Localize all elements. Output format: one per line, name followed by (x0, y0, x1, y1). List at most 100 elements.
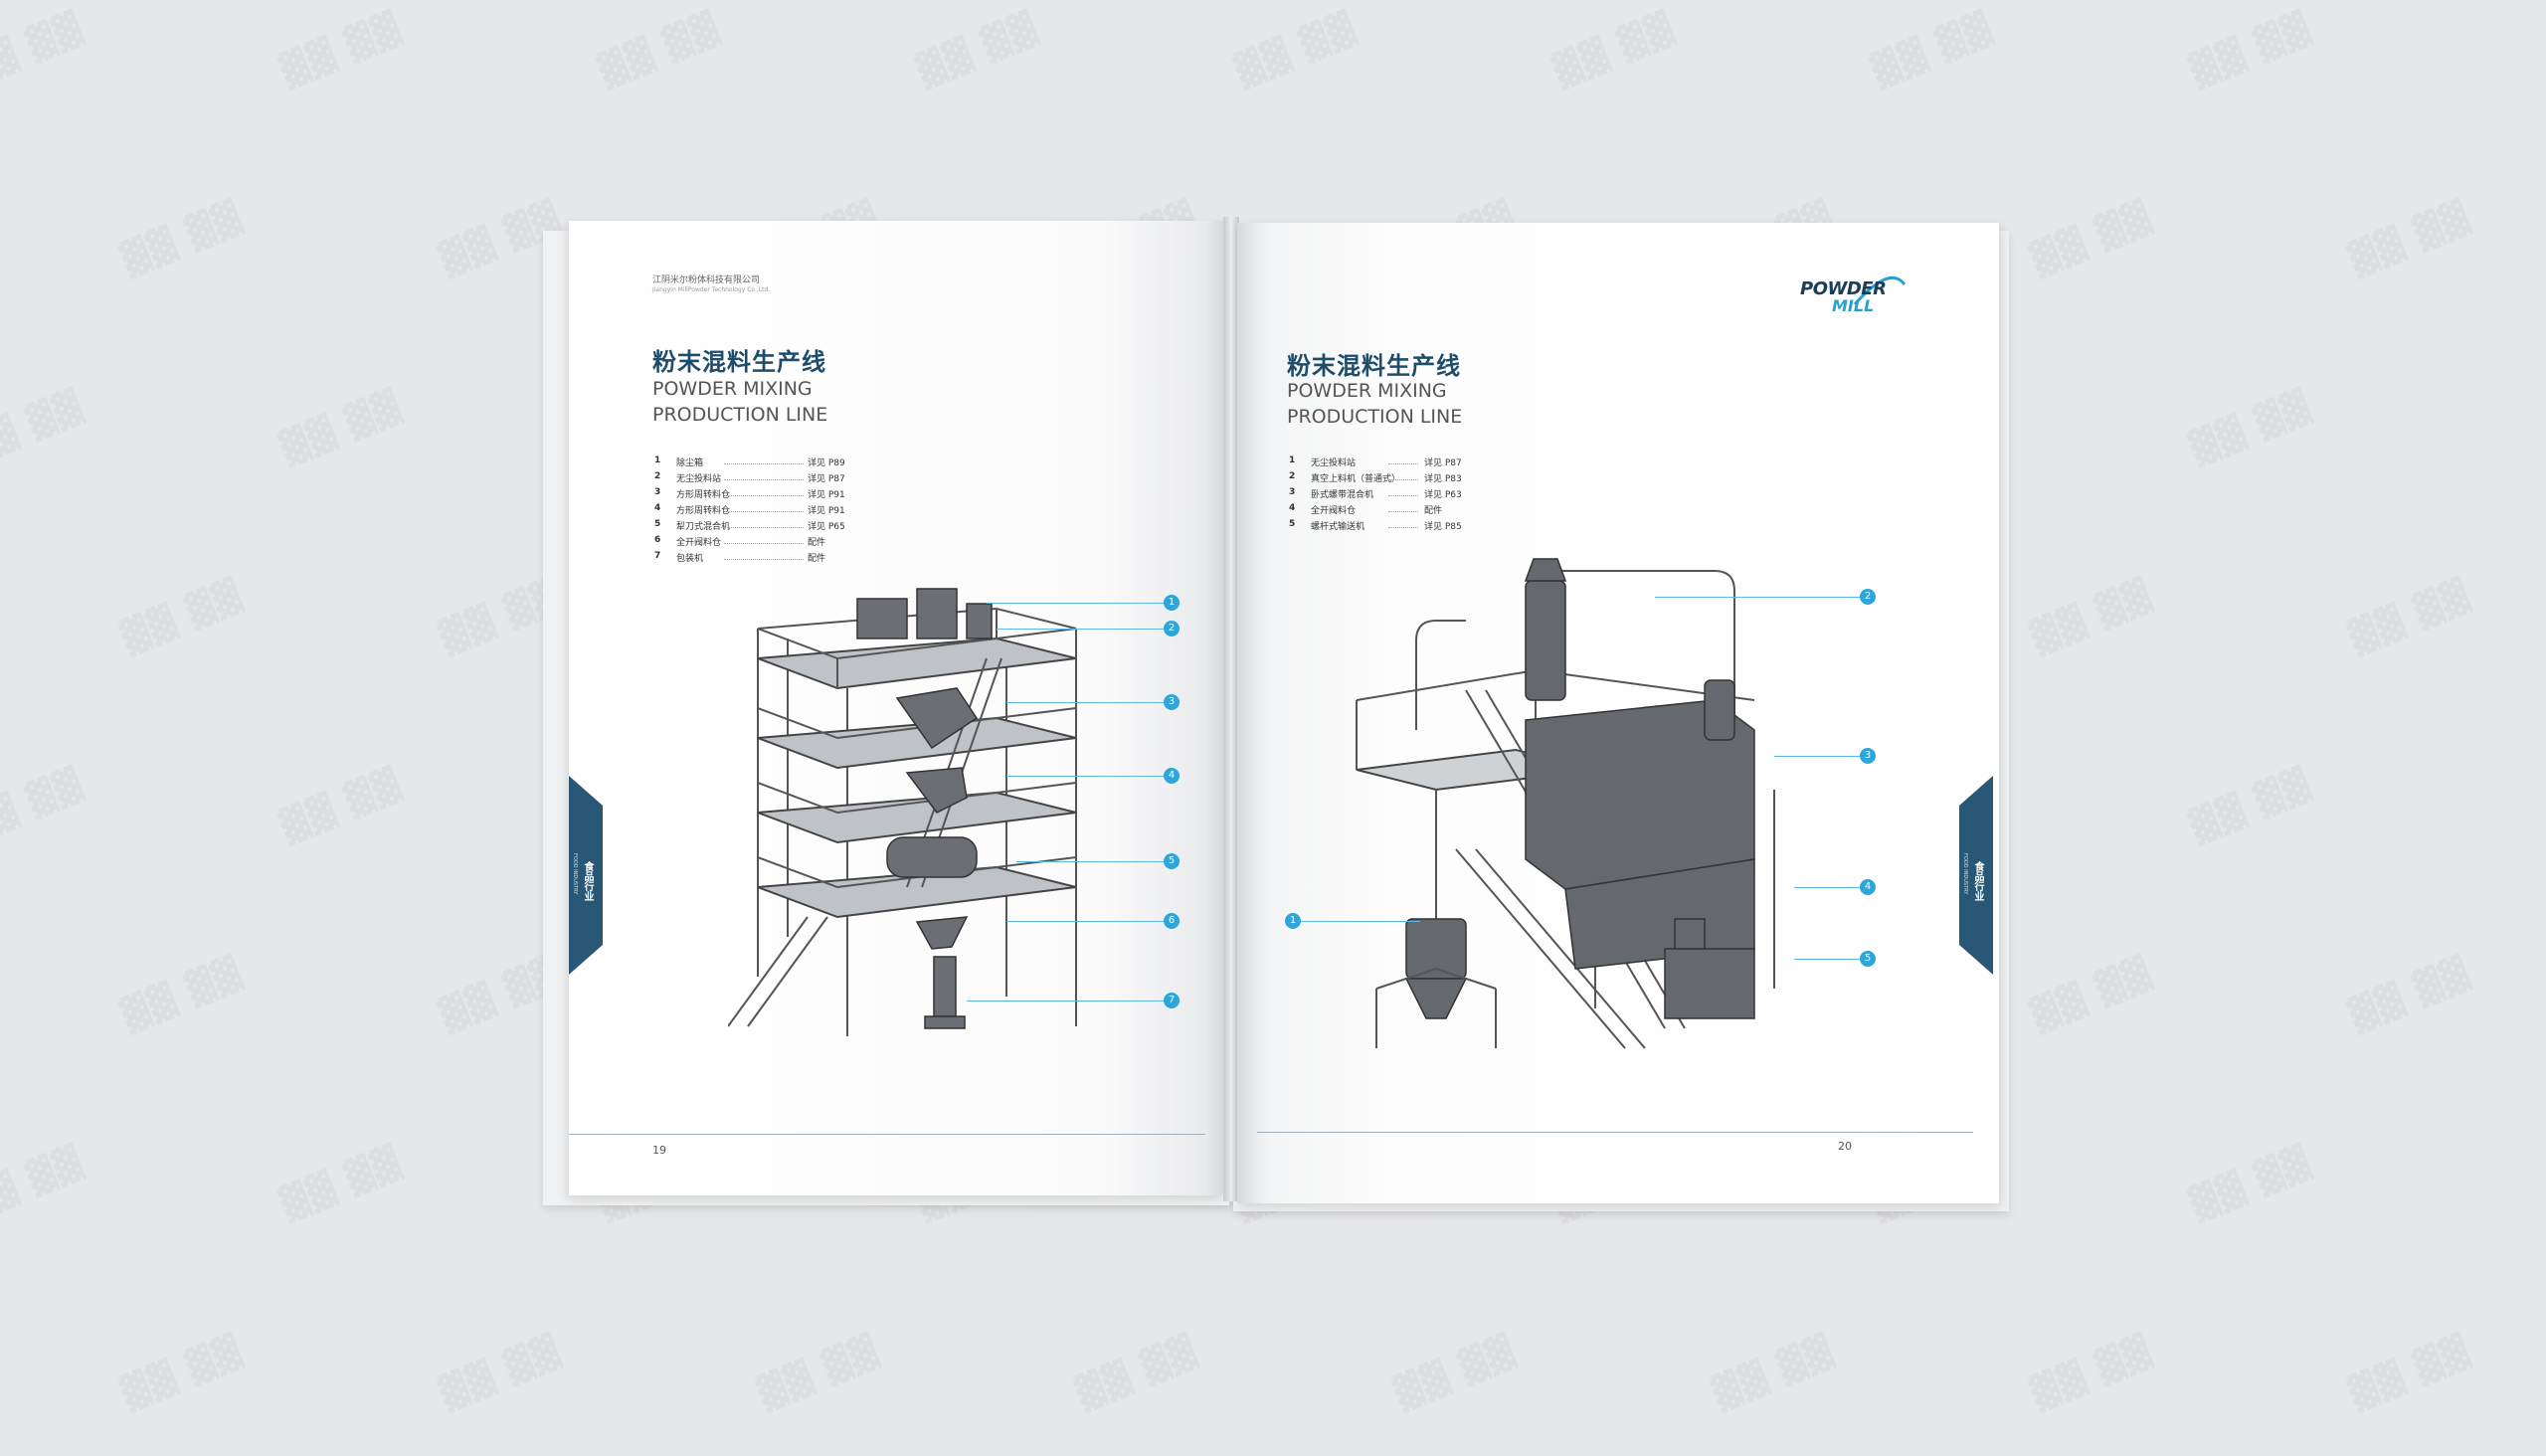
part-number: 2 (1289, 471, 1296, 481)
watermark-mark: ▓▓ ▓▓ (1071, 1330, 1203, 1415)
tower-drawing (728, 588, 1077, 1036)
tab-sub-label: FOOD INDUSTRY (572, 853, 578, 895)
watermark-mark: ▓▓ ▓▓ (116, 196, 249, 281)
part-page-ref: 详见 P87 (1424, 458, 1462, 468)
page-subtitle-line-2: PRODUCTION LINE (1287, 406, 1463, 428)
parts-list-item: 4 方形周转料仓 详见 P91 (654, 503, 853, 519)
watermark-mark: ▓▓ ▓▓ (275, 385, 408, 470)
watermark-mark: ▓▓ ▓▓ (0, 763, 90, 848)
part-page-ref: 详见 P91 (808, 506, 845, 516)
watermark-mark: ▓▓ ▓▓ (912, 7, 1044, 92)
leader-dots (724, 495, 804, 496)
callout-marker: 1 (1164, 595, 1180, 611)
part-name: 真空上料机（普通式） (1311, 474, 1401, 484)
part-page-ref: 详见 P89 (808, 458, 845, 468)
callout-marker: 3 (1164, 694, 1180, 710)
logo-text-top: POWDER (1800, 278, 1887, 299)
right-page: POWDER MILL 粉末混料生产线 POWDER MIXING PRODUC… (1237, 223, 1999, 1203)
part-number: 4 (654, 503, 661, 513)
part-page-ref: 详见 P63 (1424, 490, 1462, 500)
watermark-mark: ▓▓ ▓▓ (2026, 574, 2158, 659)
watermark-mark: ▓▓ ▓▓ (2185, 763, 2317, 848)
part-number: 1 (654, 455, 661, 465)
parts-list-item: 3 卧式螺带混合机 详见 P63 (1289, 487, 1488, 503)
watermark-mark: ▓▓ ▓▓ (116, 1330, 249, 1415)
part-page-ref: 配件 (808, 538, 826, 548)
leader-dots (1388, 495, 1418, 496)
page-title: 粉末混料生产线 (1287, 352, 1461, 380)
tab-label: 食品行业 (582, 861, 593, 901)
page-number: 19 (652, 1144, 666, 1157)
part-number: 4 (1289, 503, 1296, 513)
part-number: 2 (654, 471, 661, 481)
watermark-mark: ▓▓ ▓▓ (2185, 7, 2317, 92)
part-number: 6 (654, 535, 661, 545)
callout-leader-line (1006, 776, 1164, 777)
part-page-ref: 详见 P87 (808, 474, 845, 484)
footer-rule (569, 1134, 1205, 1135)
watermark-mark: ▓▓ ▓▓ (0, 385, 90, 470)
logo-swoosh-icon (1853, 275, 1907, 305)
callout-marker: 4 (1164, 768, 1180, 784)
callout-marker: 1 (1285, 913, 1301, 929)
watermark-mark: ▓▓ ▓▓ (2026, 1330, 2158, 1415)
callout-marker: 2 (1860, 589, 1876, 605)
leader-dots (724, 511, 804, 512)
part-number: 5 (1289, 519, 1296, 529)
part-page-ref: 详见 P91 (808, 490, 845, 500)
page-number: 20 (1838, 1140, 1852, 1153)
leader-dots (724, 559, 804, 560)
watermark-mark: ▓▓ ▓▓ (435, 1330, 567, 1415)
callout-marker: 3 (1860, 748, 1876, 764)
leader-dots (1388, 479, 1418, 480)
company-name: 江阴米尔粉体科技有限公司 (652, 275, 761, 285)
part-number: 7 (654, 551, 661, 561)
section-tab-right[interactable]: FOOD INDUSTRY 食品行业 (1959, 776, 1993, 975)
callout-marker: 4 (1860, 879, 1876, 895)
section-tab-left[interactable]: FOOD INDUSTRY 食品行业 (569, 776, 603, 975)
leader-dots (1388, 527, 1418, 528)
page-subtitle-line-1: POWDER MIXING (1287, 380, 1447, 402)
watermark-mark: ▓▓ ▓▓ (2344, 574, 2476, 659)
callout-leader-line (1794, 959, 1860, 960)
watermark-mark: ▓▓ ▓▓ (2185, 1141, 2317, 1226)
part-number: 3 (654, 487, 661, 497)
callout-marker: 7 (1164, 993, 1180, 1008)
leader-dots (1388, 511, 1418, 512)
callout-leader-line (1794, 887, 1860, 888)
tab-sub-label: FOOD INDUSTRY (1962, 853, 1968, 895)
part-name: 无尘投料站 (1311, 458, 1357, 468)
leader-dots (724, 527, 804, 528)
callout-leader-line (1006, 921, 1164, 922)
callout-leader-line (1006, 702, 1164, 703)
part-name: 方形周转料仓 (676, 506, 731, 516)
watermark-mark: ▓▓ ▓▓ (1708, 1330, 1840, 1415)
part-page-ref: 详见 P85 (1424, 522, 1462, 532)
watermark-mark: ▓▓ ▓▓ (0, 7, 90, 92)
watermark-mark: ▓▓ ▓▓ (116, 574, 249, 659)
page-title: 粉末混料生产线 (652, 348, 826, 376)
parts-list-item: 2 真空上料机（普通式） 详见 P83 (1289, 471, 1488, 487)
watermark-mark: ▓▓ ▓▓ (2026, 196, 2158, 281)
part-page-ref: 详见 P83 (1424, 474, 1462, 484)
leader-dots (724, 479, 804, 480)
spine (1223, 217, 1239, 1201)
watermark-mark: ▓▓ ▓▓ (753, 1330, 885, 1415)
part-name: 方形周转料仓 (676, 490, 731, 500)
part-number: 3 (1289, 487, 1296, 497)
watermark-mark: ▓▓ ▓▓ (275, 7, 408, 92)
watermark-mark: ▓▓ ▓▓ (1389, 1330, 1522, 1415)
watermark-mark: ▓▓ ▓▓ (1867, 7, 1999, 92)
part-name: 卧式螺带混合机 (1311, 490, 1374, 500)
left-page: 江阴米尔粉体科技有限公司 Jiangyin MillPowder Technol… (569, 221, 1225, 1195)
part-page-ref: 配件 (1424, 506, 1443, 516)
watermark-mark: ▓▓ ▓▓ (594, 7, 726, 92)
callout-leader-line (1301, 921, 1420, 922)
